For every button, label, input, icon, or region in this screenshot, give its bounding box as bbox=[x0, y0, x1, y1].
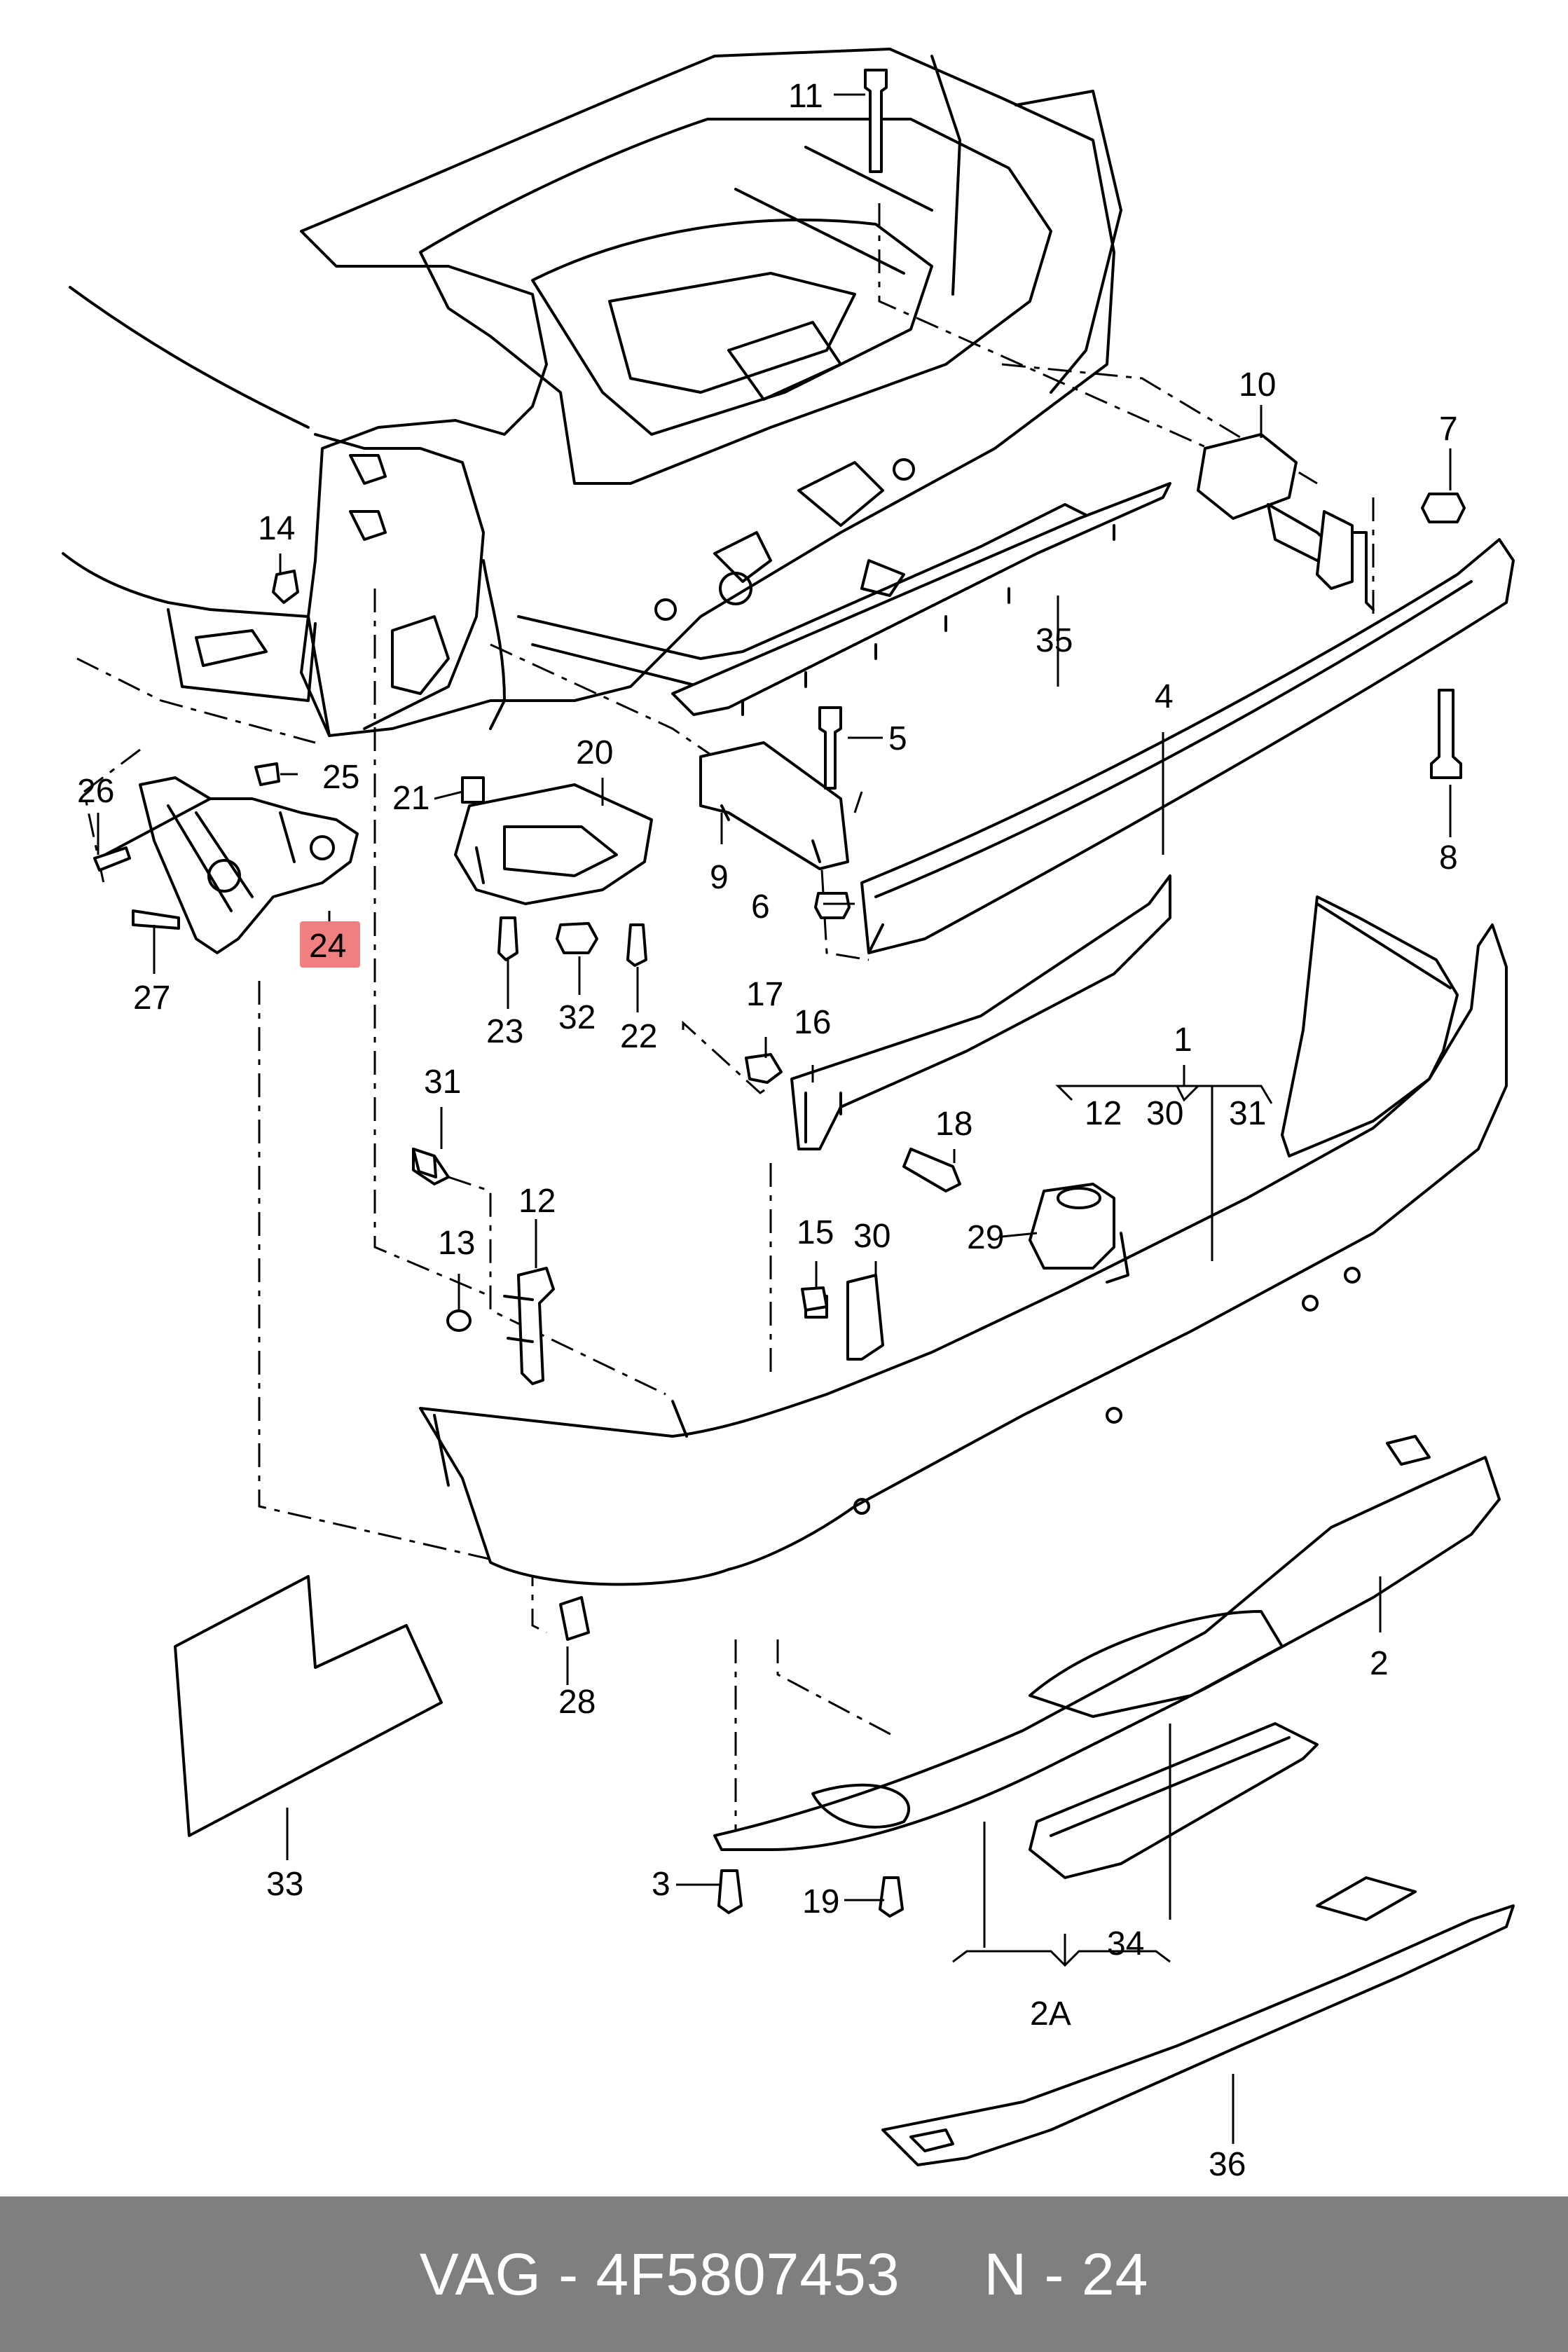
callout-11: 11 bbox=[788, 78, 823, 115]
leader-lines bbox=[97, 93, 1452, 2144]
callout-30-sub: 30 bbox=[1146, 1095, 1183, 1132]
callout-15: 15 bbox=[797, 1214, 834, 1251]
fasteners bbox=[93, 69, 1466, 1918]
callout-26: 26 bbox=[77, 773, 114, 810]
callout-1: 1 bbox=[1174, 1022, 1192, 1059]
part-35-strip bbox=[671, 482, 1171, 716]
callout-9: 9 bbox=[710, 859, 729, 896]
assembly-lines bbox=[76, 203, 1375, 1836]
part-20-bracket bbox=[454, 783, 653, 905]
callout-27: 27 bbox=[133, 979, 170, 1017]
footer-position: N - 24 bbox=[984, 2241, 1149, 2307]
callout-21: 21 bbox=[392, 780, 429, 817]
callout-12: 12 bbox=[518, 1183, 556, 1220]
footer-banner: VAG - 4F5807453 N - 24 bbox=[0, 2196, 1568, 2352]
car-body-rear bbox=[62, 48, 1122, 737]
callout-4: 4 bbox=[1155, 678, 1174, 715]
callout-24: 24 bbox=[309, 928, 346, 965]
callout-3: 3 bbox=[652, 1866, 670, 1903]
callout-10: 10 bbox=[1239, 366, 1276, 404]
callout-17: 17 bbox=[746, 976, 783, 1013]
callout-8: 8 bbox=[1439, 839, 1458, 876]
callout-19: 19 bbox=[802, 1883, 839, 1920]
callout-2: 2 bbox=[1370, 1645, 1389, 1682]
callout-31-sub: 31 bbox=[1229, 1095, 1266, 1132]
callout-34: 34 bbox=[1107, 1925, 1144, 1962]
callout-5: 5 bbox=[888, 720, 907, 757]
callout-13: 13 bbox=[438, 1225, 475, 1262]
callout-23: 23 bbox=[486, 1013, 523, 1050]
parts-diagram: 11 10 7 14 35 4 5 20 25 26 21 9 8 6 24 2… bbox=[62, 48, 1515, 2183]
callout-labels: 11 10 7 14 35 4 5 20 25 26 21 9 8 6 24 2… bbox=[77, 78, 1458, 2183]
part-9-bracket bbox=[699, 741, 849, 870]
callout-18: 18 bbox=[935, 1106, 972, 1143]
callout-12-sub: 12 bbox=[1085, 1095, 1122, 1132]
callout-36: 36 bbox=[1209, 2146, 1246, 2183]
callout-35: 35 bbox=[1036, 622, 1073, 659]
highlight-box bbox=[300, 921, 360, 968]
callout-33: 33 bbox=[266, 1866, 303, 1903]
callout-20: 20 bbox=[576, 734, 613, 771]
callout-22: 22 bbox=[620, 1018, 657, 1055]
part-33-mudflap bbox=[174, 1575, 443, 1837]
part-1-bumper-cover bbox=[419, 895, 1508, 1586]
callout-29: 29 bbox=[967, 1219, 1004, 1256]
part-4-impact-bar bbox=[860, 538, 1515, 954]
callout-28: 28 bbox=[558, 1684, 596, 1721]
callout-14: 14 bbox=[258, 510, 295, 547]
part-36-trim bbox=[881, 1876, 1515, 2166]
callout-31: 31 bbox=[424, 1064, 461, 1101]
callout-25: 25 bbox=[322, 759, 359, 796]
part-10-sleeve bbox=[1197, 433, 1375, 611]
callout-32: 32 bbox=[558, 999, 596, 1036]
callout-16: 16 bbox=[794, 1004, 831, 1041]
callout-6: 6 bbox=[751, 888, 770, 926]
callout-30: 30 bbox=[853, 1218, 890, 1255]
footer-part-number: VAG - 4F5807453 bbox=[419, 2241, 900, 2307]
small-parts bbox=[412, 1148, 1129, 1641]
part-16-side-member bbox=[790, 874, 1171, 1150]
part-24-bracket bbox=[104, 776, 359, 954]
callout-7: 7 bbox=[1439, 411, 1458, 448]
part-2-diffuser bbox=[713, 1435, 1501, 1851]
callout-2a: 2A bbox=[1030, 1995, 1071, 2033]
